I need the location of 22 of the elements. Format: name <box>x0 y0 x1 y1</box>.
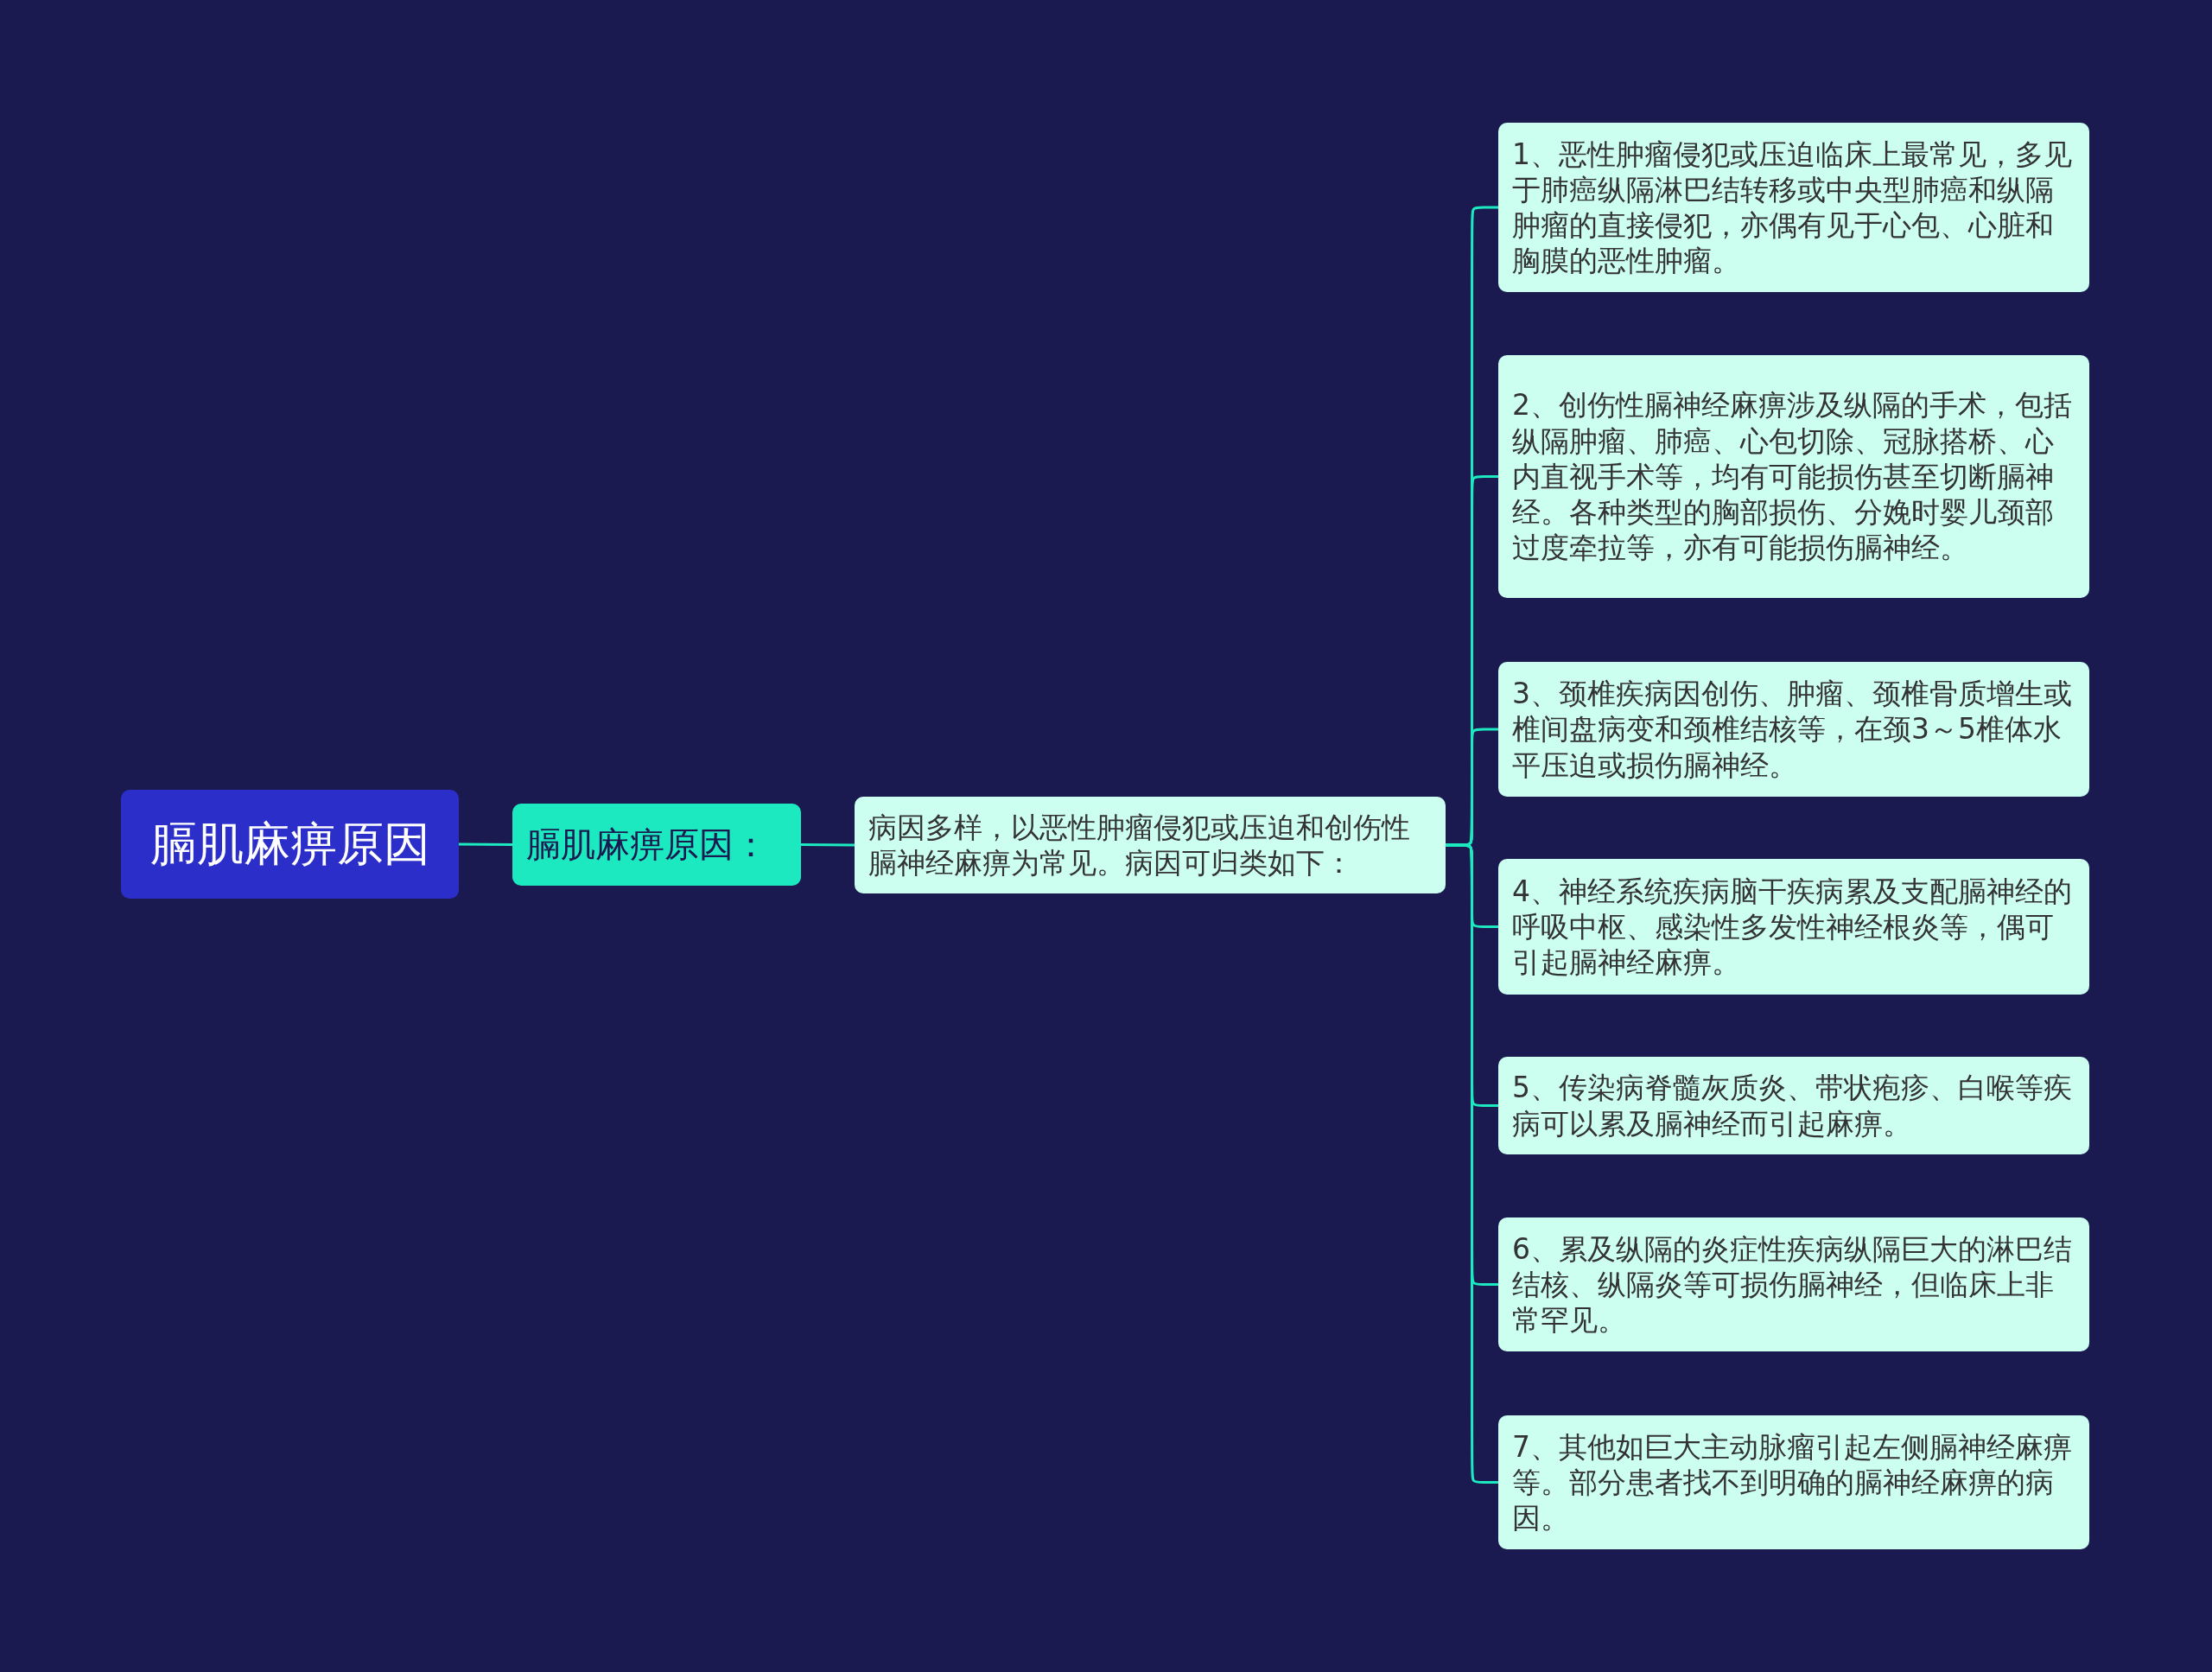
node-text: 3、颈椎疾病因创伤、肿瘤、颈椎骨质增生或椎间盘病变和颈椎结核等，在颈3～5椎体水平压迫或损伤膈神经。 <box>1512 676 2073 783</box>
node-text: 7、其他如巨大主动脉瘤引起左侧膈神经麻痹等。部分患者找不到明确的膈神经麻痹的病因。 <box>1512 1428 2073 1536</box>
connector-line <box>459 842 512 846</box>
subtopic-box <box>855 797 1446 893</box>
topic-box <box>512 804 801 886</box>
subtopic-box <box>1498 1057 2089 1154</box>
node-text: 病因多样，以恶性肿瘤侵犯或压迫和创伤性膈神经麻痹为常见。病因可归类如下： <box>868 809 1411 881</box>
connector-line <box>801 843 855 847</box>
node-text: 膈肌麻痹原因： <box>526 823 768 866</box>
node-text: 6、累及纵隔的炎症性疾病纵隔巨大的淋巴结结核、纵隔炎等可损伤膈神经，但临床上非常罕见。 <box>1512 1230 2073 1338</box>
node-text: 膈肌麻痹原因 <box>149 815 430 873</box>
subtopic-box <box>1498 1415 2089 1549</box>
subtopic-box <box>1498 662 2089 797</box>
node-text: 4、神经系统疾病脑干疾病累及支配膈神经的呼吸中枢、感染性多发性神经根炎等，偶可引起膈神经麻痹。 <box>1512 873 2073 981</box>
root-topic-box <box>121 790 459 899</box>
subtopic-box <box>1498 1217 2089 1351</box>
node-text: 5、传染病脊髓灰质炎、带状疱疹、白喉等疾病可以累及膈神经而引起麻痹。 <box>1512 1070 2073 1141</box>
subtopic-box <box>1498 123 2089 292</box>
subtopic-box <box>1498 355 2089 598</box>
node-text: 2、创伤性膈神经麻痹涉及纵隔的手术，包括纵隔肿瘤、肺癌、心包切除、冠脉搭桥、心内直视手术等，均有可能损伤甚至切断膈神经。各种类型的胸部损伤、分娩时婴儿颈部过度牵拉等，亦有可能损伤膈神经。 <box>1512 387 2073 566</box>
subtopic-box <box>1498 859 2089 995</box>
node-text: 1、恶性肿瘤侵犯或压迫临床上最常见，多见于肺癌纵隔淋巴结转移或中央型肺癌和纵隔肿瘤的直接侵犯，亦偶有见于心包、心脏和胸膜的恶性肿瘤。 <box>1512 136 2073 279</box>
